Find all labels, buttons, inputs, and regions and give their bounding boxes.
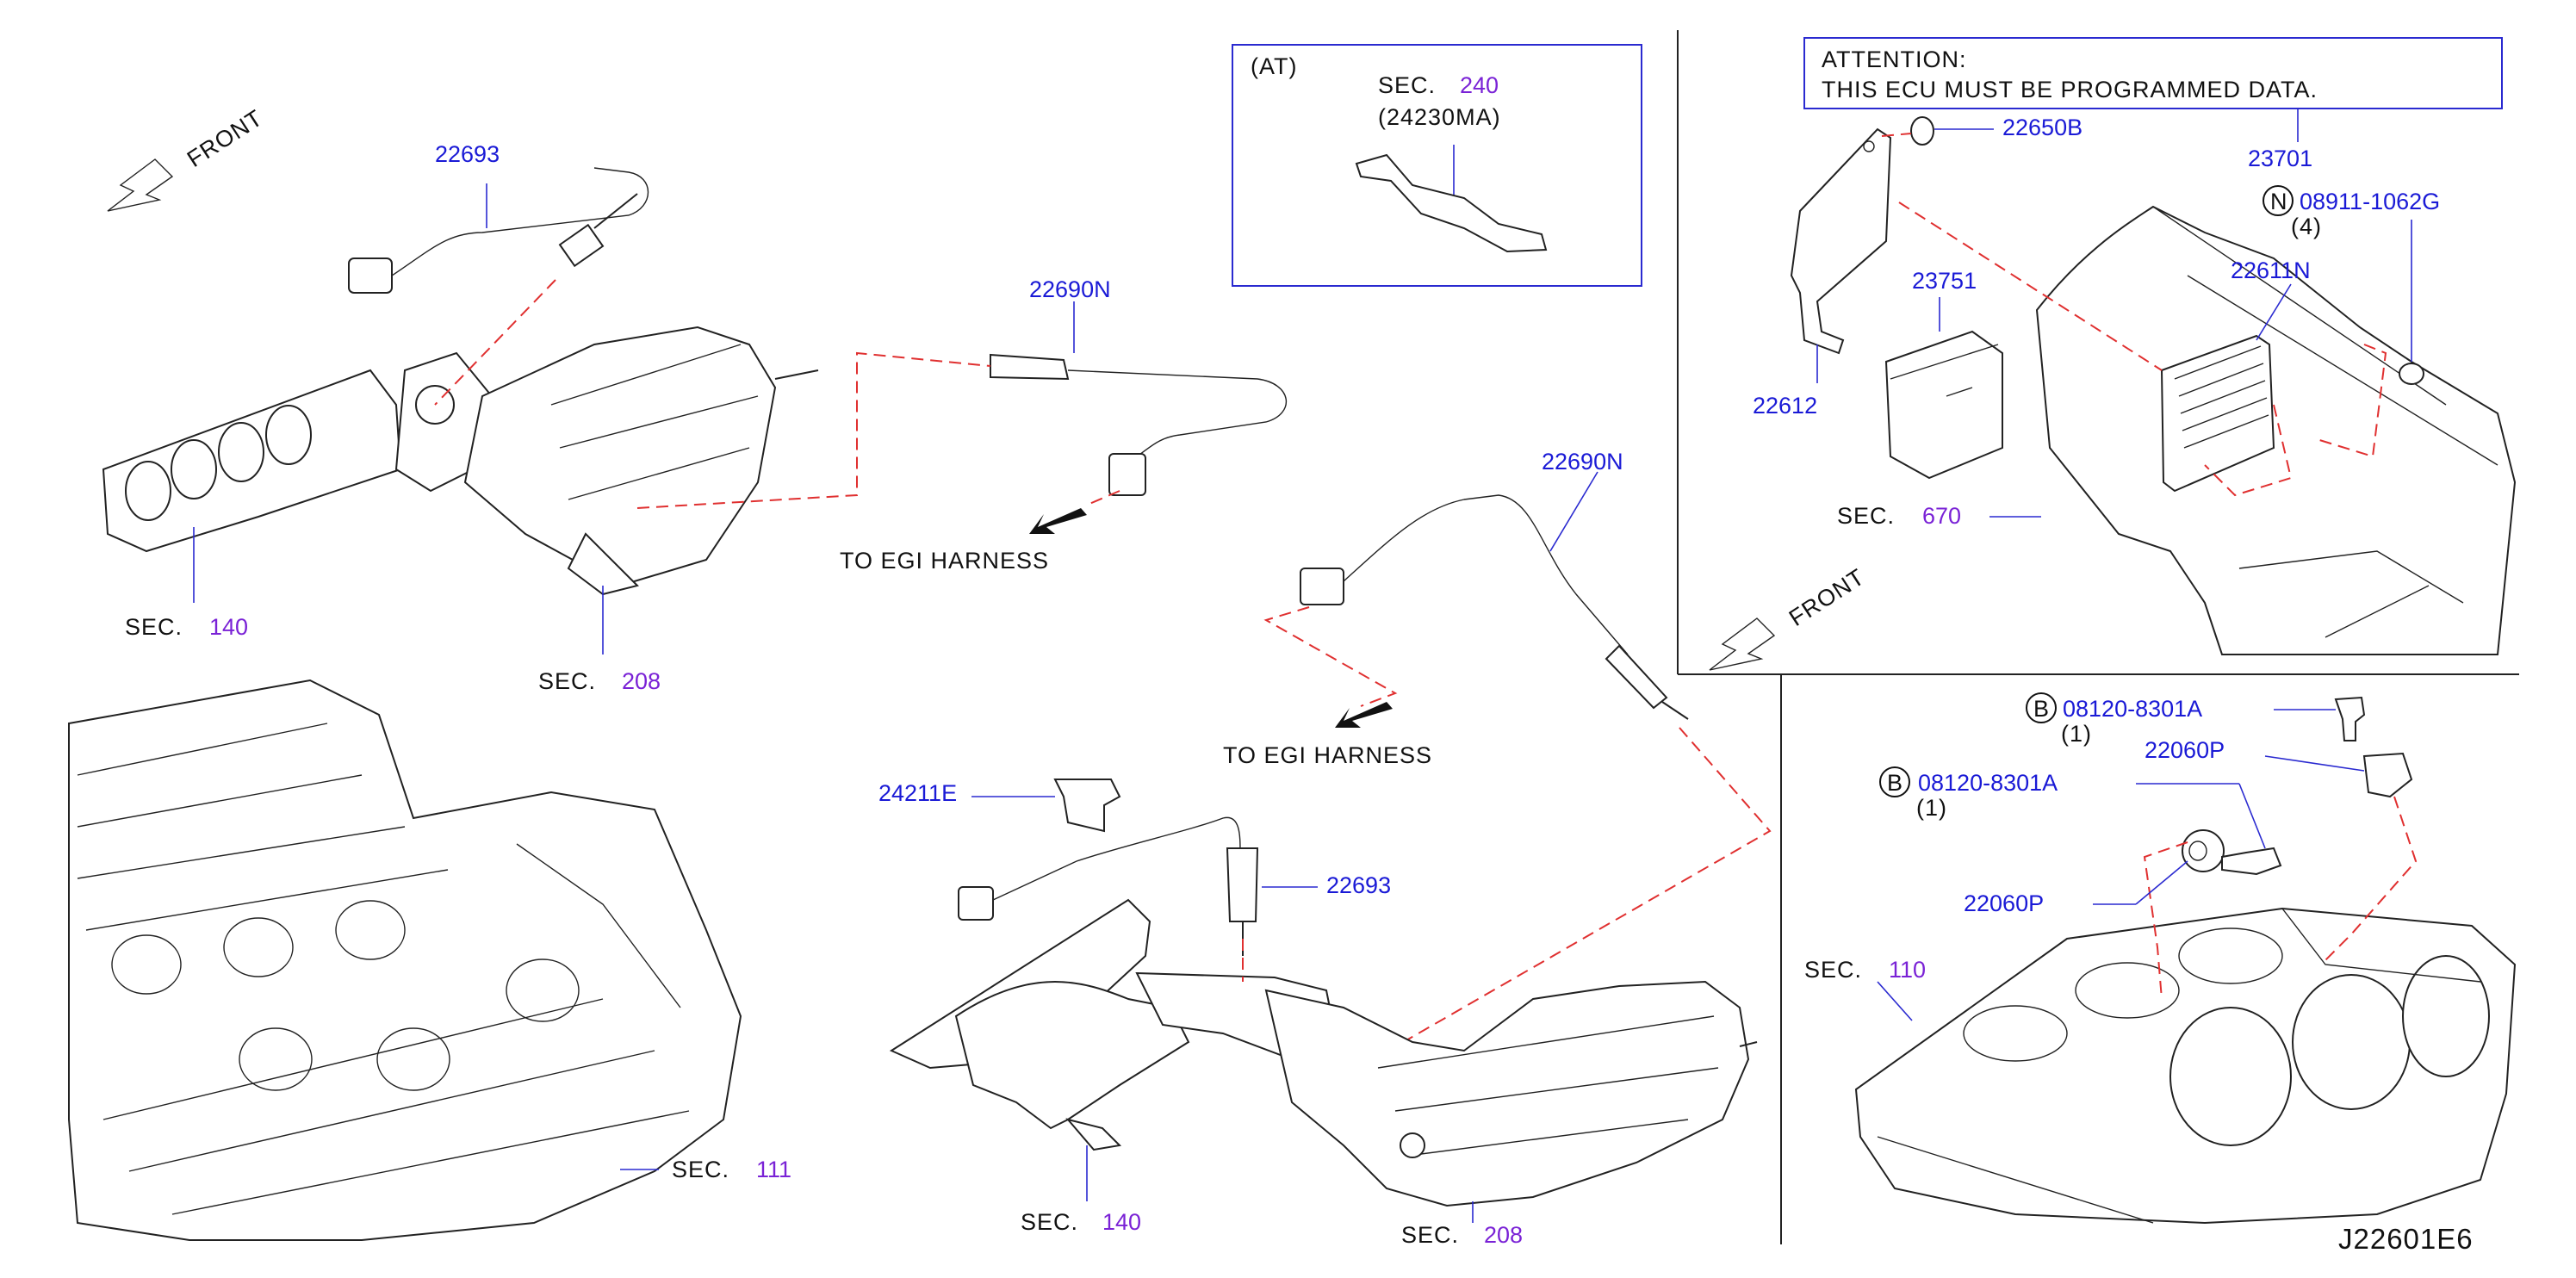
part-22612: 22612 [1753,393,1817,419]
sec-140-bottom: 140 [1102,1209,1141,1235]
part-22690N-upper: 22690N [1029,276,1111,302]
part-22690N-lower: 22690N [1542,449,1623,475]
part-24211E: 24211E [878,780,957,806]
sec-208-prefix-bottom: SEC. [1401,1222,1459,1248]
front-arrow-icon [1709,617,1776,671]
front-label: FRONT [183,105,268,173]
sec-110-prefix: SEC. [1804,957,1862,983]
knock-sensor-upper [2362,752,2413,798]
sec-140-prefix-top: SEC. [125,614,183,640]
attention-box: ATTENTION: THIS ECU MUST BE PROGRAMMED D… [1803,37,2503,142]
knock-sensor-lower [2182,829,2225,872]
sec-208-top: 208 [622,668,661,694]
oxygen-sensor-right [1300,494,1689,720]
part-22650B: 22650B [2002,115,2083,140]
part-23701: 23701 [2248,146,2312,171]
attention-title: ATTENTION: [1822,47,1967,72]
front-arrow-icon [107,158,174,212]
circle-b-icon [1879,766,1910,797]
ecu-module-22611N [2160,334,2275,493]
at-label: (AT) [1251,53,1297,79]
at-sub-code: (24230MA) [1378,104,1501,130]
sec-208-prefix-top: SEC. [538,668,596,694]
circle-b-icon [2026,692,2057,723]
harness-label-lower: TO EGI HARNESS [1223,742,1432,768]
sec-670-prefix: SEC. [1837,503,1895,529]
sec-208-bottom: 208 [1484,1222,1523,1248]
sec-670: 670 [1922,503,1961,529]
part-22693-top: 22693 [435,141,500,167]
part-22611N: 22611N [2231,257,2311,283]
bracket-24211E [1053,779,1121,833]
circle-b-letter-upper: B [2033,696,2050,722]
manifold-assembly-top [102,326,819,596]
bolt-upper [2334,696,2366,741]
sec-140-prefix-bottom: SEC. [1021,1209,1078,1235]
front-arrow-left: FRONT [107,105,268,212]
at-bracket-part [1355,153,1548,253]
oxygen-sensor-top [348,167,649,294]
sec-140-top: 140 [209,614,248,640]
ecu-bracket [1790,127,1892,355]
vehicle-body-panel [2035,205,2517,655]
engine-block-left [68,679,742,1241]
front-label-right: FRONT [1785,564,1870,632]
part-22693-bottom: 22693 [1326,872,1391,898]
part-22060P-lower: 22060P [1964,890,2044,916]
circle-n-letter: N [2270,189,2288,214]
part-08911-1062G: 08911-1062G [2300,189,2440,214]
harness-label-upper: TO EGI HARNESS [840,548,1049,574]
sec-111: 111 [756,1157,791,1182]
at-sec-prefix: SEC. [1378,72,1436,98]
part-08911-qty: (4) [2291,214,2322,239]
cylinder-block [1854,907,2517,1225]
frame-lines [1677,30,2519,1244]
harness-arrow-icon [1335,702,1393,728]
grommet-22650B [1910,116,1934,146]
sec-110: 110 [1889,957,1926,983]
front-arrow-right: FRONT [1709,564,1870,671]
attention-text: THIS ECU MUST BE PROGRAMMED DATA. [1822,77,2318,102]
harness-arrow-icon [1029,508,1087,534]
manifold-assembly-bottom [889,898,1758,1207]
bolt-lower [2221,847,2282,876]
at-box: (AT) SEC. 240 (24230MA) [1232,44,1642,287]
at-sec-number: 240 [1460,72,1499,98]
part-08120-upper: 08120-8301A [2063,696,2202,722]
part-08120-lower: 08120-8301A [1918,770,2058,796]
ecu-unit-23751 [1884,330,2003,480]
part-23751: 23751 [1912,268,1977,294]
part-22060P-upper: 22060P [2145,737,2225,763]
sec-111-prefix: SEC. [672,1157,729,1182]
oxygen-sensor-mid [990,353,1288,496]
part-08120-lower-qty: (1) [1916,795,1947,821]
circle-b-letter-lower: B [1887,770,1903,796]
circle-n-icon [2263,185,2294,216]
diagram-code: J22601E6 [2338,1223,2474,1255]
part-08120-upper-qty: (1) [2061,721,2092,747]
nut-08911 [2399,363,2424,385]
